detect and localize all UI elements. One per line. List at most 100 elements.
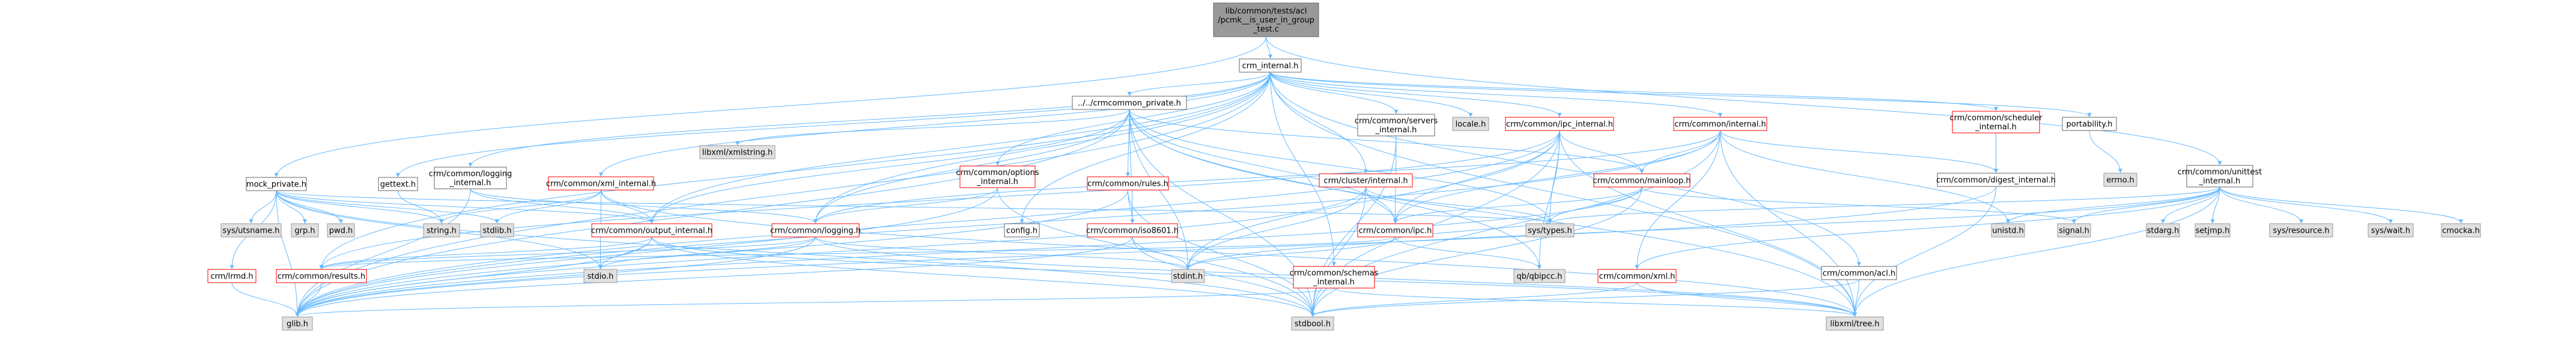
node-mainloop[interactable]: crm/common/mainloop.h [1593, 173, 1691, 188]
node-box [1087, 223, 1178, 238]
node-box [2195, 223, 2231, 238]
node-sys-resource: sys/resource.h [2269, 223, 2333, 238]
node-logging-internal[interactable]: crm/common/logging_internal.h [429, 167, 512, 189]
node-label: crm/common/servers [1355, 117, 1438, 126]
node-portability[interactable]: portability.h [2062, 117, 2117, 131]
node-label: crm/common/iso8601.h [1086, 227, 1179, 236]
node-options-internal[interactable]: crm/common/options_internal.h [956, 165, 1039, 188]
node-box [1239, 58, 1302, 73]
edge-crm-unittest-to-unistd [2006, 186, 2220, 224]
edge-digest-internal-to-glib [295, 186, 1996, 317]
edge-ipc-internal-to-stdint [1186, 130, 1560, 269]
node-xml-internal[interactable]: crm/common/xml_internal.h [546, 176, 656, 191]
node-crmcommon-private[interactable]: ../../crmcommon_private.h [1072, 96, 1187, 110]
edge-crm-internal-to-schemas-internal [1270, 72, 1336, 266]
node-mock-private[interactable]: mock_private.h [246, 177, 307, 191]
node-box [1357, 114, 1435, 137]
edge-common-internal-to-libxml-tree [1720, 130, 1857, 317]
node-label: crm/common/scheduler [1950, 114, 2043, 123]
node-label: libxml/tree.h [1830, 320, 1879, 329]
node-box [480, 223, 514, 238]
node-label: stdbool.h [1295, 320, 1331, 329]
node-box [959, 165, 1036, 188]
node-label: sys/types.h [1528, 227, 1572, 236]
edge-crm-internal-to-common-acl [1270, 72, 1861, 266]
edges-layer [229, 36, 2463, 317]
node-label: unistd.h [1992, 227, 2024, 236]
node-servers-internal[interactable]: crm/common/servers_internal.h [1355, 114, 1438, 137]
node-results[interactable]: crm/common/results.h [276, 269, 367, 283]
edge-common-internal-to-common-xml [1635, 130, 1721, 269]
node-cluster-internal[interactable]: crm/cluster/internal.h [1319, 173, 1413, 188]
node-crm-lrmd[interactable]: crm/lrmd.h [207, 269, 257, 283]
edge-ipc-internal-to-glib [295, 130, 1560, 317]
node-ipc-internal[interactable]: crm/common/ipc_internal.h [1505, 117, 1614, 131]
edge-mock-private-to-glib [276, 190, 300, 317]
node-digest-internal[interactable]: crm/common/digest_internal.h [1936, 173, 2056, 187]
edge-crm-internal-to-portability [1270, 72, 2092, 117]
node-box [1593, 173, 1690, 188]
node-box [434, 167, 507, 189]
edge-ipc-internal-to-libxml-tree [1559, 130, 1857, 317]
node-sys-wait: sys/wait.h [2368, 223, 2414, 238]
edge-crm-unittest-to-common-xml [1635, 186, 2220, 269]
node-common-acl[interactable]: crm/common/acl.h [1821, 266, 1897, 280]
edge-logging-to-results [319, 236, 816, 269]
edge-digest-internal-to-libxml-tree [1853, 186, 1996, 317]
edge-cluster-internal-to-ipc [1365, 186, 1397, 224]
node-label: lib/common/tests/acl [1226, 7, 1307, 16]
node-logging[interactable]: crm/common/logging.h [770, 223, 861, 238]
edge-crmcommon-private-to-ipc [1129, 109, 1397, 224]
edge-ipc-internal-to-results [319, 130, 1560, 269]
edge-rules-to-stdbool [1128, 189, 1315, 317]
edge-options-internal-to-glib [295, 187, 998, 317]
node-rules[interactable]: crm/common/rules.h [1087, 176, 1169, 191]
node-label: errno.h [2106, 176, 2134, 185]
node-box [1293, 266, 1375, 289]
node-label: crm/common/results.h [278, 272, 365, 281]
edge-crm-internal-to-glib [295, 72, 1271, 317]
node-gettext[interactable]: gettext.h [378, 177, 418, 191]
edge-mock-private-to-output-internal [276, 190, 654, 224]
edge-cluster-internal-to-stdint [1186, 186, 1366, 269]
node-common-xml[interactable]: crm/common/xml.h [1597, 269, 1677, 283]
edge-xml-internal-to-libxml-tree [601, 189, 1857, 317]
edge-common-acl-to-stdbool [1310, 279, 1859, 317]
node-sys-types: sys/types.h [1525, 223, 1575, 238]
edge-ipc-internal-to-ipc [1393, 130, 1560, 224]
edge-crm-internal-to-xml-internal [599, 72, 1271, 177]
node-config[interactable]: config.h [1004, 223, 1040, 238]
node-crm-internal[interactable]: crm_internal.h [1239, 58, 1302, 73]
edge-crm-internal-to-logging [813, 72, 1271, 224]
edge-common-xml-to-libxml-tree [1636, 282, 1857, 317]
node-label: crm/lrmd.h [210, 272, 253, 281]
node-root[interactable]: lib/common/tests/acl/pcmk__is_user_in_gr… [1213, 2, 1319, 37]
node-label: gettext.h [380, 180, 416, 189]
node-ipc[interactable]: crm/common/ipc.h [1357, 223, 1433, 238]
edge-output-internal-to-libxml-tree [651, 236, 1857, 317]
node-label: mock_private.h [246, 180, 306, 189]
node-schemas-internal[interactable]: crm/common/schemas_internal.h [1290, 266, 1379, 289]
node-label: glib.h [287, 320, 308, 329]
node-sys-utsname: sys/utsname.h [220, 223, 282, 238]
node-label: _internal.h [1975, 123, 2017, 132]
node-crm-unittest[interactable]: crm/common/unittest_internal.h [2178, 165, 2262, 188]
node-label: crm/common/unittest [2178, 168, 2262, 177]
node-label: stdarg.h [2147, 227, 2180, 236]
edge-iso8601-to-stdbool [1132, 236, 1315, 317]
node-scheduler-internal[interactable]: crm/common/scheduler_internal.h [1950, 111, 2043, 134]
node-common-internal[interactable]: crm/common/internal.h [1673, 117, 1767, 131]
edge-ipc-to-results [319, 236, 1396, 269]
edge-crm-unittest-to-cmocka [2219, 186, 2463, 224]
node-output-internal[interactable]: crm/common/output_internal.h [591, 223, 712, 238]
edge-xml-internal-to-string [439, 189, 601, 224]
node-iso8601[interactable]: crm/common/iso8601.h [1086, 223, 1179, 238]
node-box [2269, 223, 2333, 238]
node-box [1821, 266, 1897, 280]
node-label: crm/common/internal.h [1674, 120, 1766, 129]
edge-mainloop-to-stdbool [1310, 186, 1642, 317]
node-label: crm/common/ipc.h [1359, 227, 1432, 236]
node-label: crm/common/digest_internal.h [1936, 176, 2056, 185]
edge-common-internal-to-mainloop [1639, 130, 1721, 174]
node-label: locale.h [1456, 120, 1486, 129]
